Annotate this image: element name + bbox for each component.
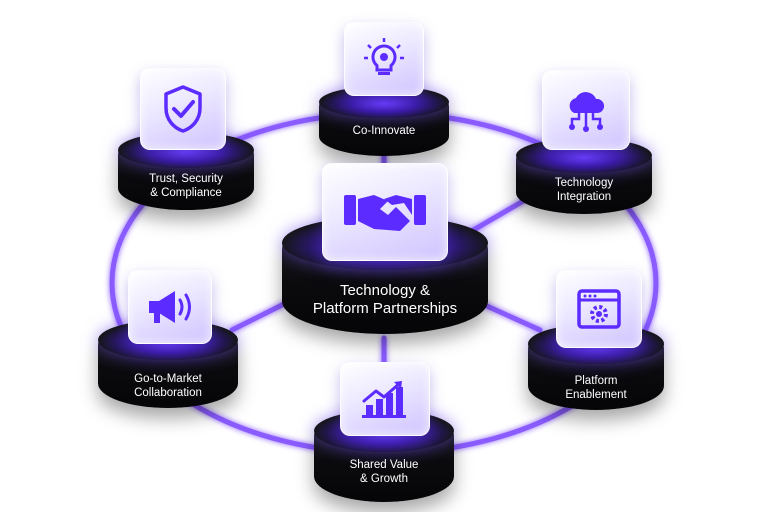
node-label: Technology Integration [554,177,614,203]
node-label: Co-Innovate [352,125,416,137]
growth-chart-icon [362,381,406,418]
node-label: Trust, Security & Compliance [149,173,223,199]
node-co-innovate: Co-Innovate [319,86,449,156]
lightbulb-gear-icon [364,38,404,75]
spoke-top-right [467,197,528,235]
megaphone-icon [149,291,191,323]
node-label: Platform Enablement [565,375,627,401]
handshake-icon [344,195,426,231]
spoke-bottom-right [475,299,543,333]
node-technology-integration: Technology Integration [516,138,652,214]
cloud-network-icon [569,92,605,132]
tile-shared-value [340,362,430,436]
node-label: Go-to-Market Collaboration [134,373,202,399]
tile-go-to-market [128,270,212,344]
center-label: Technology & Platform Partnerships [312,282,458,317]
tile-technology-integration [542,70,630,150]
tile-trust-security [140,68,226,150]
node-label: Shared Value & Growth [349,459,419,485]
tile-platform-enablement [556,270,642,348]
browser-gear-icon [577,289,621,329]
shield-check-icon [164,85,202,133]
tile-co-innovate [344,22,424,96]
tile-center [322,163,448,261]
